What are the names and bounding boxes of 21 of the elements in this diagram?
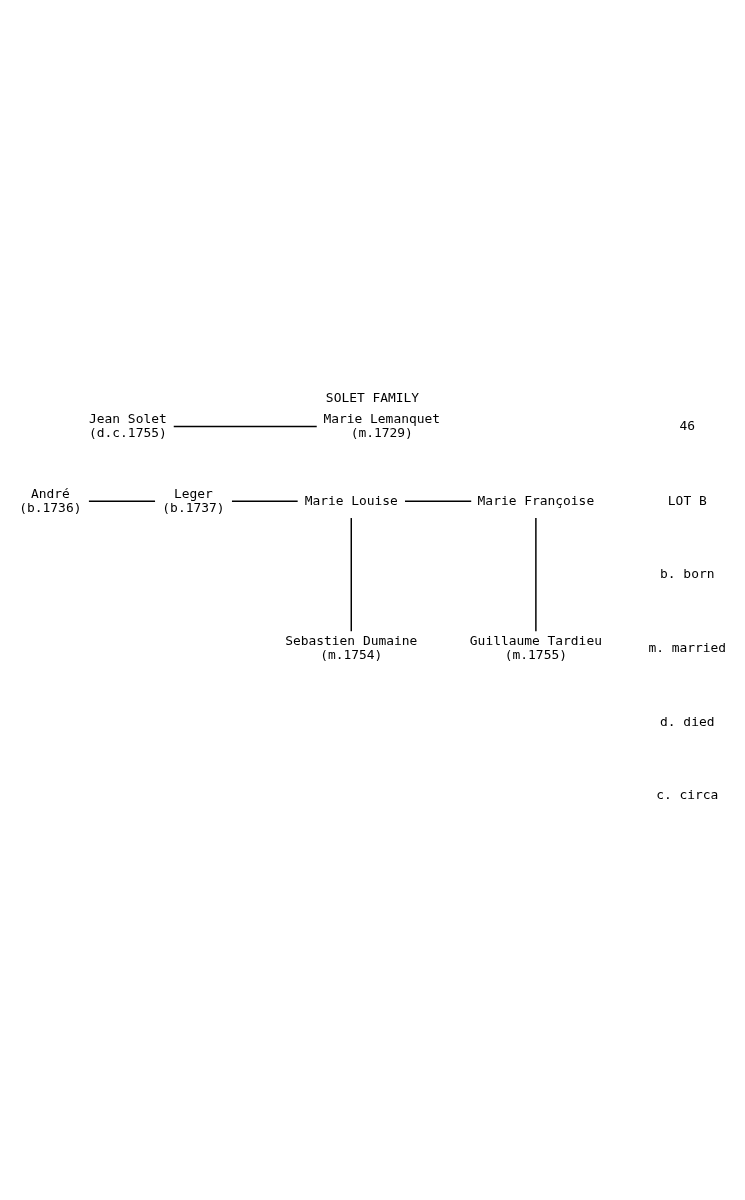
connector (88, 500, 156, 502)
label: b. born (660, 566, 715, 582)
connector (231, 500, 299, 502)
diagram-title: SOLET FAMILY (325, 389, 420, 405)
node-text: Leger (b.1737) (162, 485, 225, 515)
label: c. circa (656, 787, 719, 803)
label: LOT B (667, 492, 707, 508)
node-text: Guillaume Tardieu (m.1755) (469, 633, 602, 663)
node-text: Marie Louise (304, 492, 398, 508)
connector (173, 425, 318, 428)
connector (350, 517, 352, 632)
node-text: Jean Solet (d.c.1755) (89, 410, 167, 440)
connector (535, 517, 537, 632)
label: 46 (679, 417, 696, 433)
connector (404, 500, 472, 502)
label: m. married (648, 640, 727, 656)
node-text: Sebastien Dumaine (m.1754) (285, 633, 418, 663)
node-text: André (b.1736) (19, 485, 82, 515)
node-text: Marie Françoise (477, 492, 595, 508)
node-text: Marie Lemanquet (m.1729) (323, 410, 441, 440)
label: d. died (660, 714, 715, 730)
